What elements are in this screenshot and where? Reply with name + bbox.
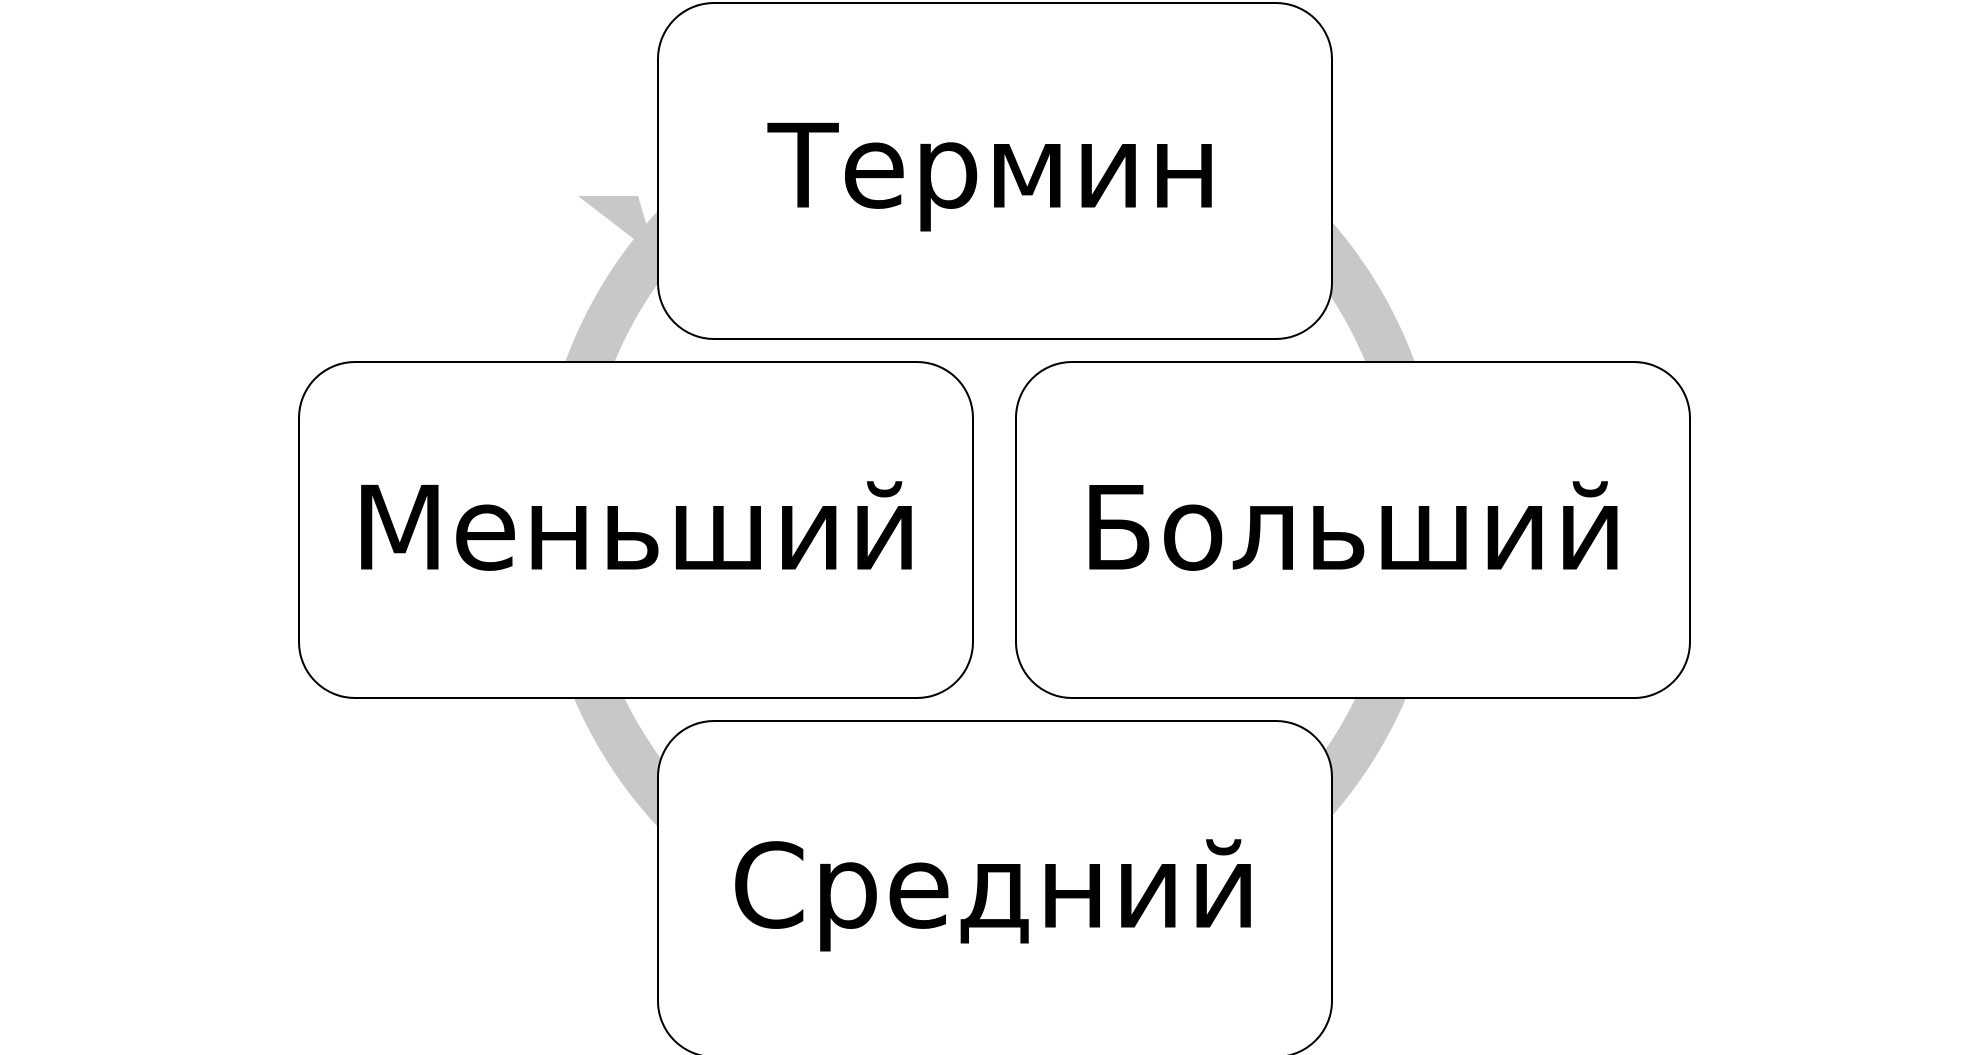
node-right-label: Больший bbox=[1078, 463, 1628, 598]
node-bottom-label: Средний bbox=[729, 821, 1262, 956]
node-bottom: Средний bbox=[657, 720, 1333, 1055]
node-left: Меньший bbox=[298, 361, 974, 699]
node-top: Термин bbox=[657, 2, 1333, 340]
cycle-arrow-head bbox=[578, 196, 656, 256]
node-right: Больший bbox=[1015, 361, 1691, 699]
node-top-label: Термин bbox=[767, 101, 1223, 236]
node-left-label: Меньший bbox=[350, 463, 923, 598]
